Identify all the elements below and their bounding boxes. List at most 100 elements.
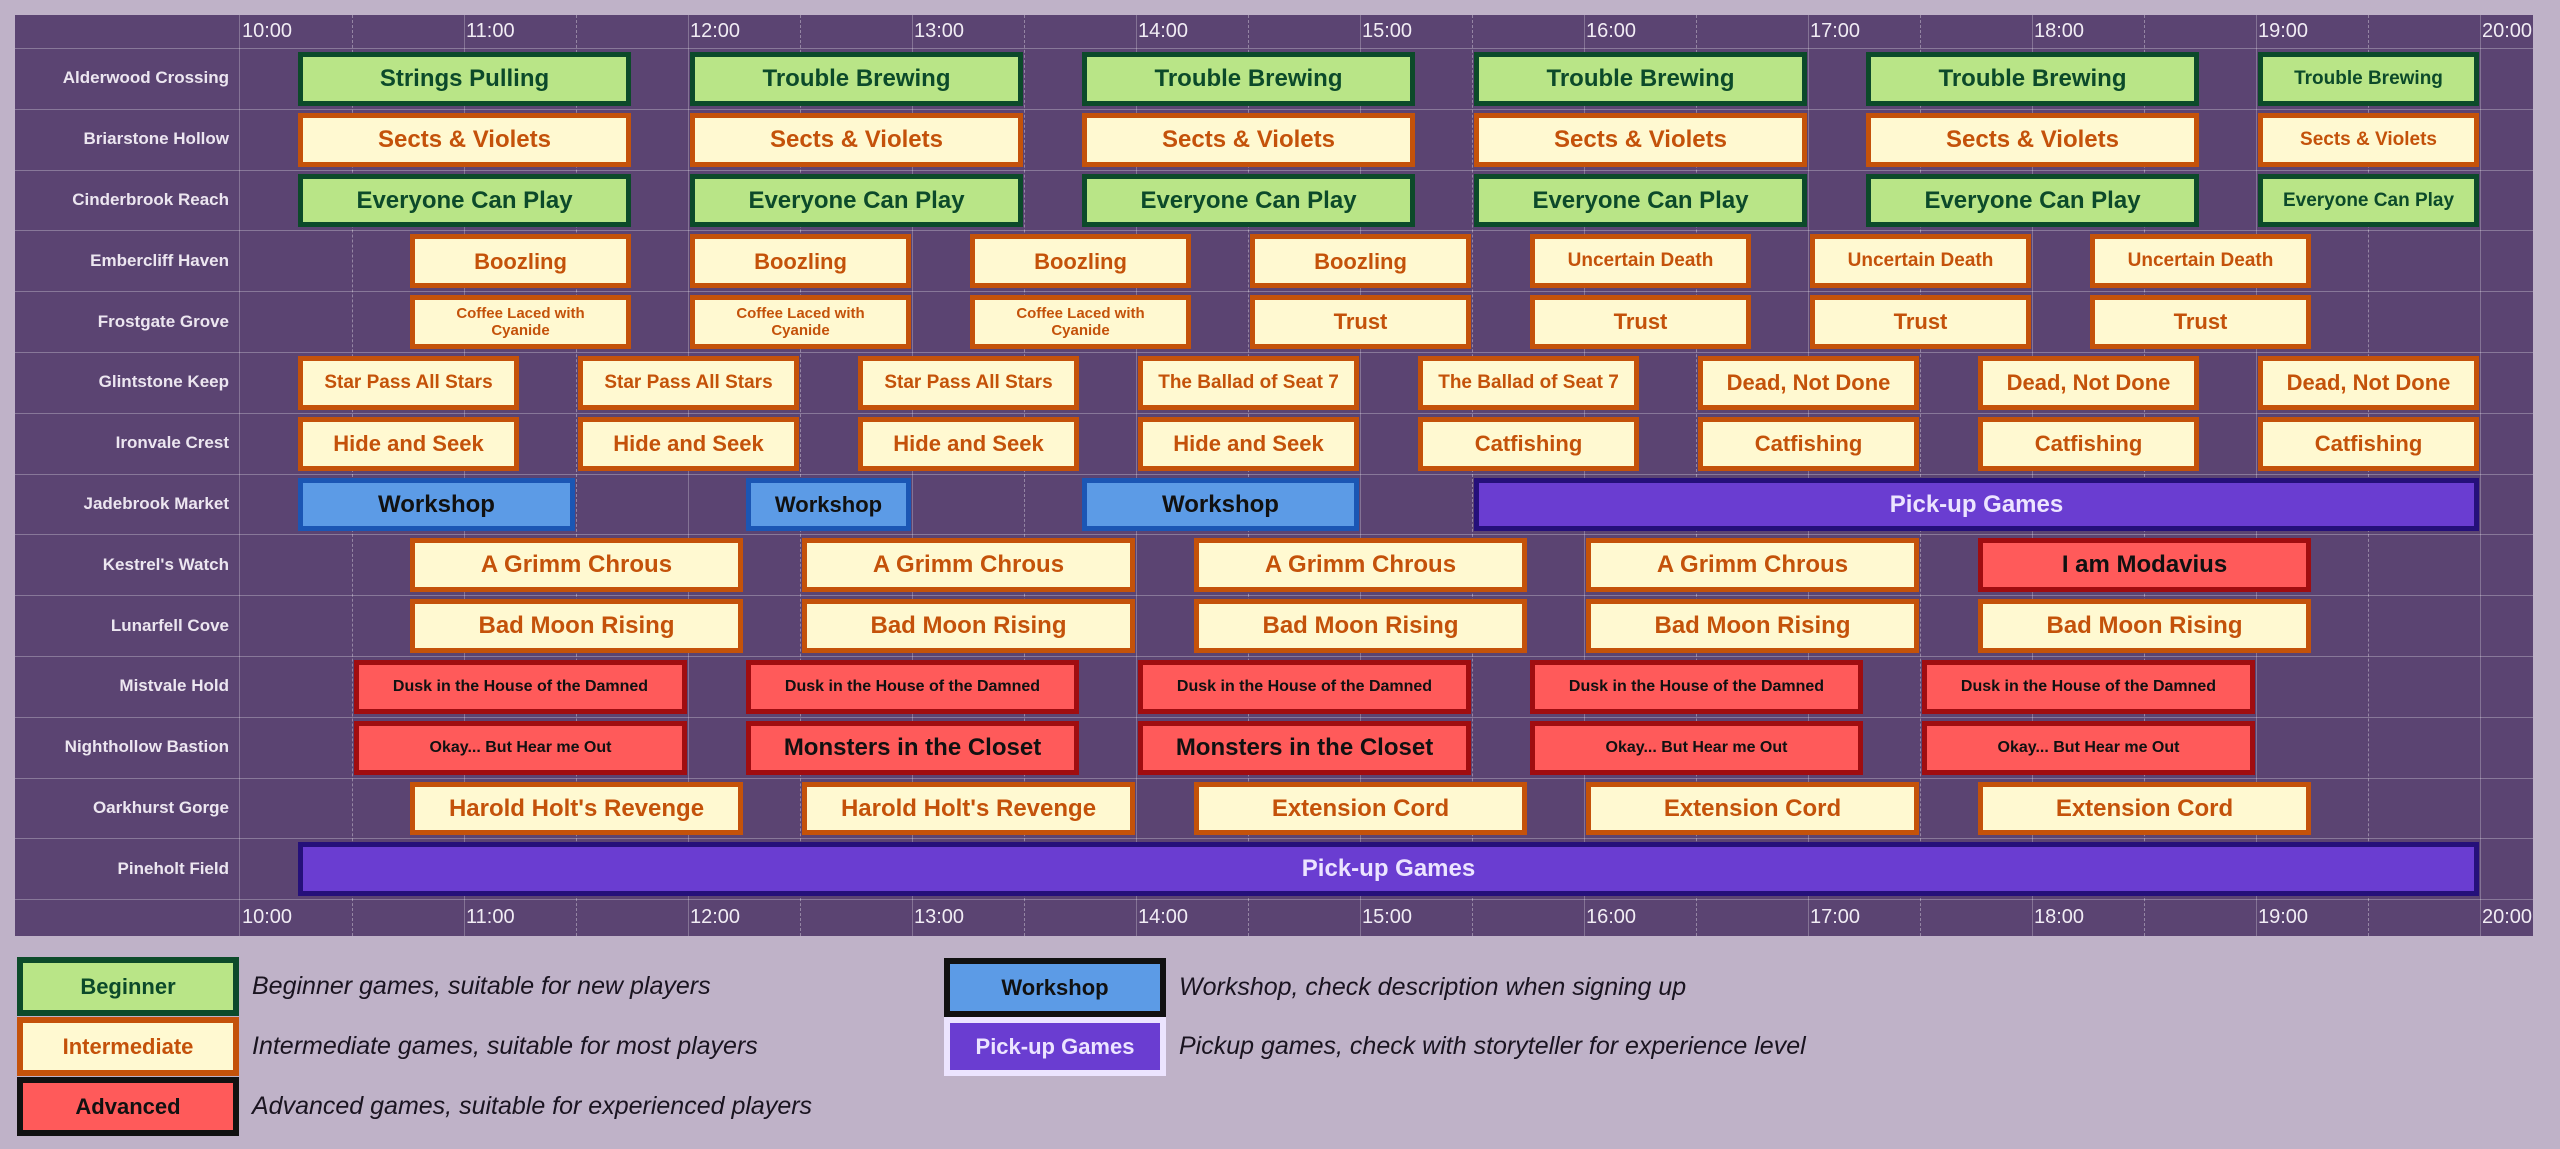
time-label-top: 20:00 [2482,20,2533,42]
session-block[interactable]: Boozling [970,234,1191,289]
session-block[interactable]: Extension Cord [1586,781,1919,836]
session-block[interactable]: Bad Moon Rising [1586,599,1919,653]
hour-gridline [2256,15,2257,936]
row-divider [15,777,2533,779]
session-block[interactable]: The Ballad of Seat 7 [1418,356,1639,410]
session-block[interactable]: Okay... But Hear me Out [354,720,687,775]
session-block[interactable]: Dusk in the House of the Damned [354,660,687,714]
session-block[interactable]: Dusk in the House of the Damned [1922,660,2255,714]
session-block[interactable]: Bad Moon Rising [410,599,743,653]
session-block[interactable]: Extension Cord [1978,781,2311,836]
session-block[interactable]: Everyone Can Play [690,173,1023,228]
time-label-bottom: 18:00 [2034,906,2085,929]
session-block[interactable]: Everyone Can Play [1082,173,1415,228]
session-block[interactable]: Workshop [746,477,911,532]
time-label-top: 16:00 [1586,20,1637,42]
session-block[interactable]: Sects & Violets [1866,112,2199,167]
session-block[interactable]: Catfishing [1978,416,2199,471]
session-block[interactable]: Boozling [690,234,911,289]
session-block[interactable]: I am Modavius [1978,538,2311,593]
half-hour-gridline [2144,15,2145,936]
session-block[interactable]: Coffee Laced with Cyanide [970,295,1191,349]
session-block[interactable]: Workshop [298,477,575,532]
session-block[interactable]: Dead, Not Done [1978,356,2199,410]
session-block[interactable]: Dead, Not Done [2258,356,2479,410]
session-block[interactable]: Everyone Can Play [1474,173,1807,228]
session-block[interactable]: Dead, Not Done [1698,356,1919,410]
hour-gridline [688,15,689,936]
session-block[interactable]: Uncertain Death [2090,234,2311,289]
session-block[interactable]: Trust [2090,295,2311,349]
session-block[interactable]: Boozling [410,234,631,289]
session-title: Star Pass All Stars [884,371,1053,393]
session-block[interactable]: Trust [1530,295,1751,349]
session-block[interactable]: Hide and Seek [1138,416,1359,471]
session-block[interactable]: Boozling [1250,234,1471,289]
session-block[interactable]: Workshop [1082,477,1359,532]
session-title: A Grimm Chrous [480,551,673,579]
session-block[interactable]: A Grimm Chrous [1194,538,1527,593]
session-block[interactable]: Pick-up Games [298,842,2479,897]
session-block[interactable]: A Grimm Chrous [1586,538,1919,593]
session-block[interactable]: Monsters in the Closet [746,720,1079,775]
session-block[interactable]: Harold Holt's Revenge [802,781,1135,836]
session-block[interactable]: Uncertain Death [1530,234,1751,289]
row-divider [15,48,2533,49]
session-title: Coffee Laced with Cyanide [456,304,585,340]
session-block[interactable]: Bad Moon Rising [1194,599,1527,653]
session-block[interactable]: Dusk in the House of the Damned [746,660,1079,714]
session-block[interactable]: Trouble Brewing [1082,52,1415,106]
session-block[interactable]: Bad Moon Rising [802,599,1135,653]
session-block[interactable]: Everyone Can Play [2258,173,2479,228]
session-block[interactable]: Dusk in the House of the Damned [1530,660,1863,714]
session-block[interactable]: Hide and Seek [578,416,799,471]
session-block[interactable]: Star Pass All Stars [298,356,519,410]
session-block[interactable]: Everyone Can Play [1866,173,2199,228]
session-block[interactable]: Coffee Laced with Cyanide [410,295,631,349]
room-label: Frostgate Grove [97,311,229,331]
session-block[interactable]: Trouble Brewing [2258,52,2479,106]
session-block[interactable]: Sects & Violets [1474,112,1807,167]
session-title: Bad Moon Rising [870,612,1067,640]
room-label: Oarkhurst Gorge [92,797,229,817]
session-block[interactable]: Trouble Brewing [1474,52,1807,106]
session-block[interactable]: Coffee Laced with Cyanide [690,295,911,349]
session-block[interactable]: Harold Holt's Revenge [410,781,743,836]
session-block[interactable]: Trouble Brewing [1866,52,2199,106]
session-block[interactable]: Trust [1810,295,2031,349]
session-block[interactable]: Trouble Brewing [690,52,1023,106]
session-block[interactable]: A Grimm Chrous [802,538,1135,593]
session-block[interactable]: The Ballad of Seat 7 [1138,356,1359,410]
session-block[interactable]: A Grimm Chrous [410,538,743,593]
session-block[interactable]: Trust [1250,295,1471,349]
session-block[interactable]: Star Pass All Stars [858,356,1079,410]
session-block[interactable]: Sects & Violets [2258,112,2479,167]
session-block[interactable]: Everyone Can Play [298,173,631,228]
session-title: Bad Moon Rising [478,612,675,640]
session-block[interactable]: Uncertain Death [1810,234,2031,289]
time-label-bottom: 12:00 [690,906,741,929]
session-block[interactable]: Sects & Violets [690,112,1023,167]
hour-gridline [1360,15,1361,936]
session-block[interactable]: Sects & Violets [298,112,631,167]
session-block[interactable]: Catfishing [1418,416,1639,471]
session-block[interactable]: Dusk in the House of the Damned [1138,660,1471,714]
session-block[interactable]: Extension Cord [1194,781,1527,836]
session-block[interactable]: Monsters in the Closet [1138,720,1471,775]
session-title: Extension Cord [1663,794,1842,822]
session-block[interactable]: Hide and Seek [858,416,1079,471]
row-divider [15,838,2533,840]
session-title: Trouble Brewing [762,65,951,93]
session-block[interactable]: Okay... But Hear me Out [1922,720,2255,775]
session-block[interactable]: Bad Moon Rising [1978,599,2311,653]
session-block[interactable]: Sects & Violets [1082,112,1415,167]
session-block[interactable]: Hide and Seek [298,416,519,471]
session-title: Workshop [378,490,495,518]
session-block[interactable]: Catfishing [1698,416,1919,471]
session-block[interactable]: Strings Pulling [298,52,631,106]
session-block[interactable]: Okay... But Hear me Out [1530,720,1863,775]
session-block[interactable]: Catfishing [2258,416,2479,471]
session-block[interactable]: Pick-up Games [1474,477,2479,532]
session-block[interactable]: Star Pass All Stars [578,356,799,410]
session-title: Catfishing [2314,431,2423,457]
